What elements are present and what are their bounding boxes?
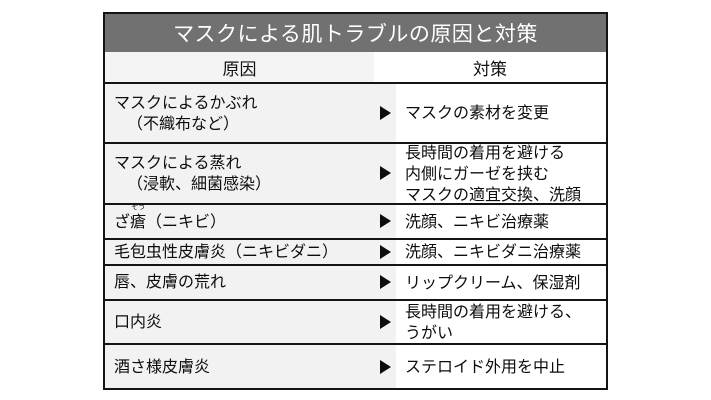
arrow-cell — [374, 300, 396, 344]
right-triangle-arrow-icon — [379, 214, 391, 229]
cause-line: 酒さ様皮膚炎 — [114, 357, 211, 377]
arrow-cell — [374, 345, 396, 388]
right-triangle-arrow-icon — [379, 244, 391, 259]
right-triangle-arrow-icon — [379, 315, 391, 330]
measure-line: リップクリーム、保湿剤 — [405, 272, 581, 292]
measure-line: 洗顔、ニキビダニ治療薬 — [405, 242, 582, 262]
furigana-text: そう — [131, 201, 146, 211]
measure-line: マスクの素材を変更 — [405, 103, 550, 123]
arrow-cell — [374, 143, 396, 203]
measure-line: マスクの適宜交換、洗顔 — [405, 184, 582, 204]
cause-line: マスクによるかぶれ — [114, 92, 258, 112]
ruby-base-text: 瘡 — [130, 211, 147, 231]
table-row: 酒さ様皮膚炎 ステロイド外用を中止 — [105, 345, 606, 388]
table-row: 唇、皮膚の荒れ リップクリーム、保湿剤 — [105, 265, 606, 301]
measure-cell: 洗顔、ニキビ治療薬 — [396, 204, 606, 238]
right-triangle-arrow-icon — [379, 166, 391, 181]
table-body: マスクによるかぶれ （不織布など） マスクの素材を変更 マスクによる蒸れ （浸軟… — [105, 84, 606, 388]
cause-cell: マスクによる蒸れ （浸軟、細菌感染） — [105, 143, 374, 203]
measure-cell: ステロイド外用を中止 — [396, 345, 606, 388]
measure-line: うがい — [405, 323, 454, 343]
table-row: 口内炎 長時間の着用を避ける、 うがい — [105, 300, 606, 346]
cause-cell: マスクによるかぶれ （不織布など） — [105, 84, 374, 142]
cause-text-suffix: （ニキビ） — [146, 211, 227, 231]
measure-cell: リップクリーム、保湿剤 — [396, 265, 606, 299]
table-title: マスクによる肌トラブルの原因と対策 — [105, 14, 606, 52]
ruby-annotation: そう瘡 — [130, 203, 147, 232]
cause-line: 口内炎 — [114, 312, 163, 332]
column-header-cause: 原因 — [105, 52, 374, 82]
table-column-header-row: 原因 対策 — [105, 52, 606, 84]
measure-line: ステロイド外用を中止 — [405, 357, 566, 377]
cause-line: 唇、皮膚の荒れ — [114, 272, 227, 292]
skin-trouble-table: マスクによる肌トラブルの原因と対策 原因 対策 マスクによるかぶれ （不織布など… — [103, 12, 608, 390]
measure-line: 洗顔、ニキビ治療薬 — [405, 211, 550, 231]
cause-cell: 毛包虫性皮膚炎（ニキビダニ） — [105, 239, 374, 264]
measure-line: 長時間の着用を避ける — [405, 142, 566, 162]
cause-line: マスクによる蒸れ — [114, 152, 242, 172]
cause-line: 毛包虫性皮膚炎（ニキビダニ） — [114, 242, 339, 262]
measure-cell: 長時間の着用を避ける、 うがい — [396, 300, 606, 344]
measure-cell: マスクの素材を変更 — [396, 84, 606, 142]
measure-line: 内側にガーゼを挟む — [405, 163, 550, 183]
right-triangle-arrow-icon — [379, 275, 391, 290]
cause-line: ざそう瘡（ニキビ） — [114, 203, 370, 232]
cause-cell: ざそう瘡（ニキビ） — [105, 203, 374, 238]
cause-cell: 酒さ様皮膚炎 — [105, 345, 374, 388]
cause-line: （不織布など） — [127, 113, 240, 133]
measure-cell: 長時間の着用を避ける 内側にガーゼを挟む マスクの適宜交換、洗顔 — [396, 142, 606, 204]
table-row: ざそう瘡（ニキビ） 洗顔、ニキビ治療薬 — [105, 203, 606, 240]
arrow-cell — [374, 204, 396, 238]
cause-cell: 口内炎 — [105, 300, 374, 344]
column-header-measure: 対策 — [374, 52, 606, 82]
right-triangle-arrow-icon — [379, 105, 391, 120]
arrow-cell — [374, 84, 396, 142]
arrow-cell — [374, 265, 396, 299]
cause-cell: 唇、皮膚の荒れ — [105, 265, 374, 299]
table-row: マスクによるかぶれ （不織布など） マスクの素材を変更 — [105, 84, 606, 144]
cause-line: （浸軟、細菌感染） — [127, 174, 272, 194]
table-row: 毛包虫性皮膚炎（ニキビダニ） 洗顔、ニキビダニ治療薬 — [105, 239, 606, 266]
right-triangle-arrow-icon — [379, 359, 391, 374]
measure-line: 長時間の着用を避ける、 — [405, 301, 582, 321]
cause-text-prefix: ざ — [114, 211, 131, 231]
arrow-cell — [374, 239, 396, 264]
table-row: マスクによる蒸れ （浸軟、細菌感染） 長時間の着用を避ける 内側にガーゼを挟む … — [105, 142, 606, 205]
measure-cell: 洗顔、ニキビダニ治療薬 — [396, 239, 606, 264]
